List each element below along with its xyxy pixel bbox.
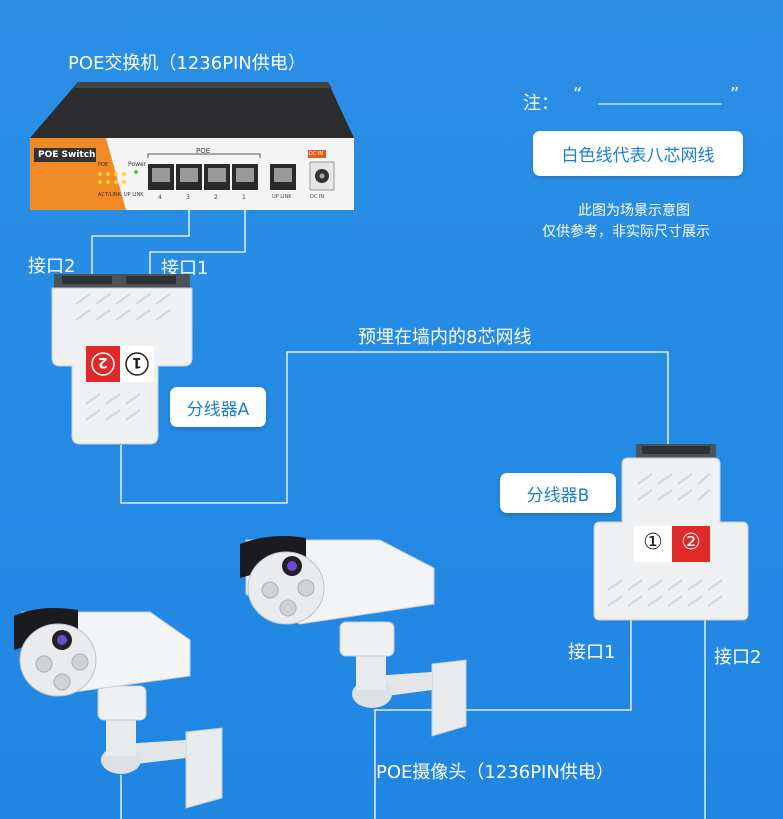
wire-port1-to-splitterA [149,205,246,280]
switch-power-label: Power [128,161,147,168]
splitter-b-body [593,444,749,621]
splitterB-port2-label: 接口2 [714,647,762,668]
switch-uplink-label: UP LINK [272,194,292,200]
switch-port-number-4: 4 [158,194,162,201]
switch-port-number-3: 3 [186,194,190,201]
switch-title: POE交换机（1236PIN供电） [68,53,306,74]
switch-port-number-2: 2 [214,194,218,201]
disclaimer-line-2: 仅供参考，非实际尺寸展示 [542,224,710,240]
disclaimer-line-1: 此图为场景示意图 [578,203,690,219]
splitterA-port1-label: 接口1 [161,258,209,279]
wire-wall-cable [120,351,669,504]
splitterB-badge-1: ① [643,530,663,555]
white-line-legend: 白色线代表八芯网线 [533,131,743,176]
switch-led-label-act: ACT/LINK [98,192,121,198]
splitterB-badge-2: ② [681,530,701,555]
camera-label: POE摄像头（1236PIN供电） [376,762,614,783]
splitterA-port2-label: 接口2 [28,256,76,277]
poe-switch: POE Switch POE Power POE ACT/LINK UP LIN… [28,74,358,214]
wire-splitterB-to-camera2 [374,617,632,819]
splitter-a-body [51,274,193,445]
splitter-b-name: 分线器B [500,473,616,513]
switch-brand-label: POE Switch [38,150,96,160]
splitter-a-name: 分线器A [170,387,266,427]
splitter-b: ① ② [592,444,750,622]
splitterB-port1-label: 接口1 [568,642,616,663]
switch-dc-tag: DC IN [309,151,324,157]
switch-led-label-poe: POE [98,162,109,168]
switch-port-number-1: 1 [242,194,246,201]
poe-switch-body [30,82,354,210]
wall-cable-label: 预埋在墙内的8芯网线 [358,327,532,348]
switch-poe-label: POE [196,147,211,155]
camera-2 [240,536,467,737]
note-close-quote: ” [730,84,740,105]
switch-led-label-uplink: UP LINK [124,192,144,198]
splitter-a: 2 1 [46,274,196,446]
camera-1 [14,608,223,809]
switch-dc-label: DC IN [310,194,325,200]
note-prefix: 注： [523,93,559,114]
wire-port3-to-splitterA [91,205,190,280]
note-open-quote: “ [573,84,583,105]
